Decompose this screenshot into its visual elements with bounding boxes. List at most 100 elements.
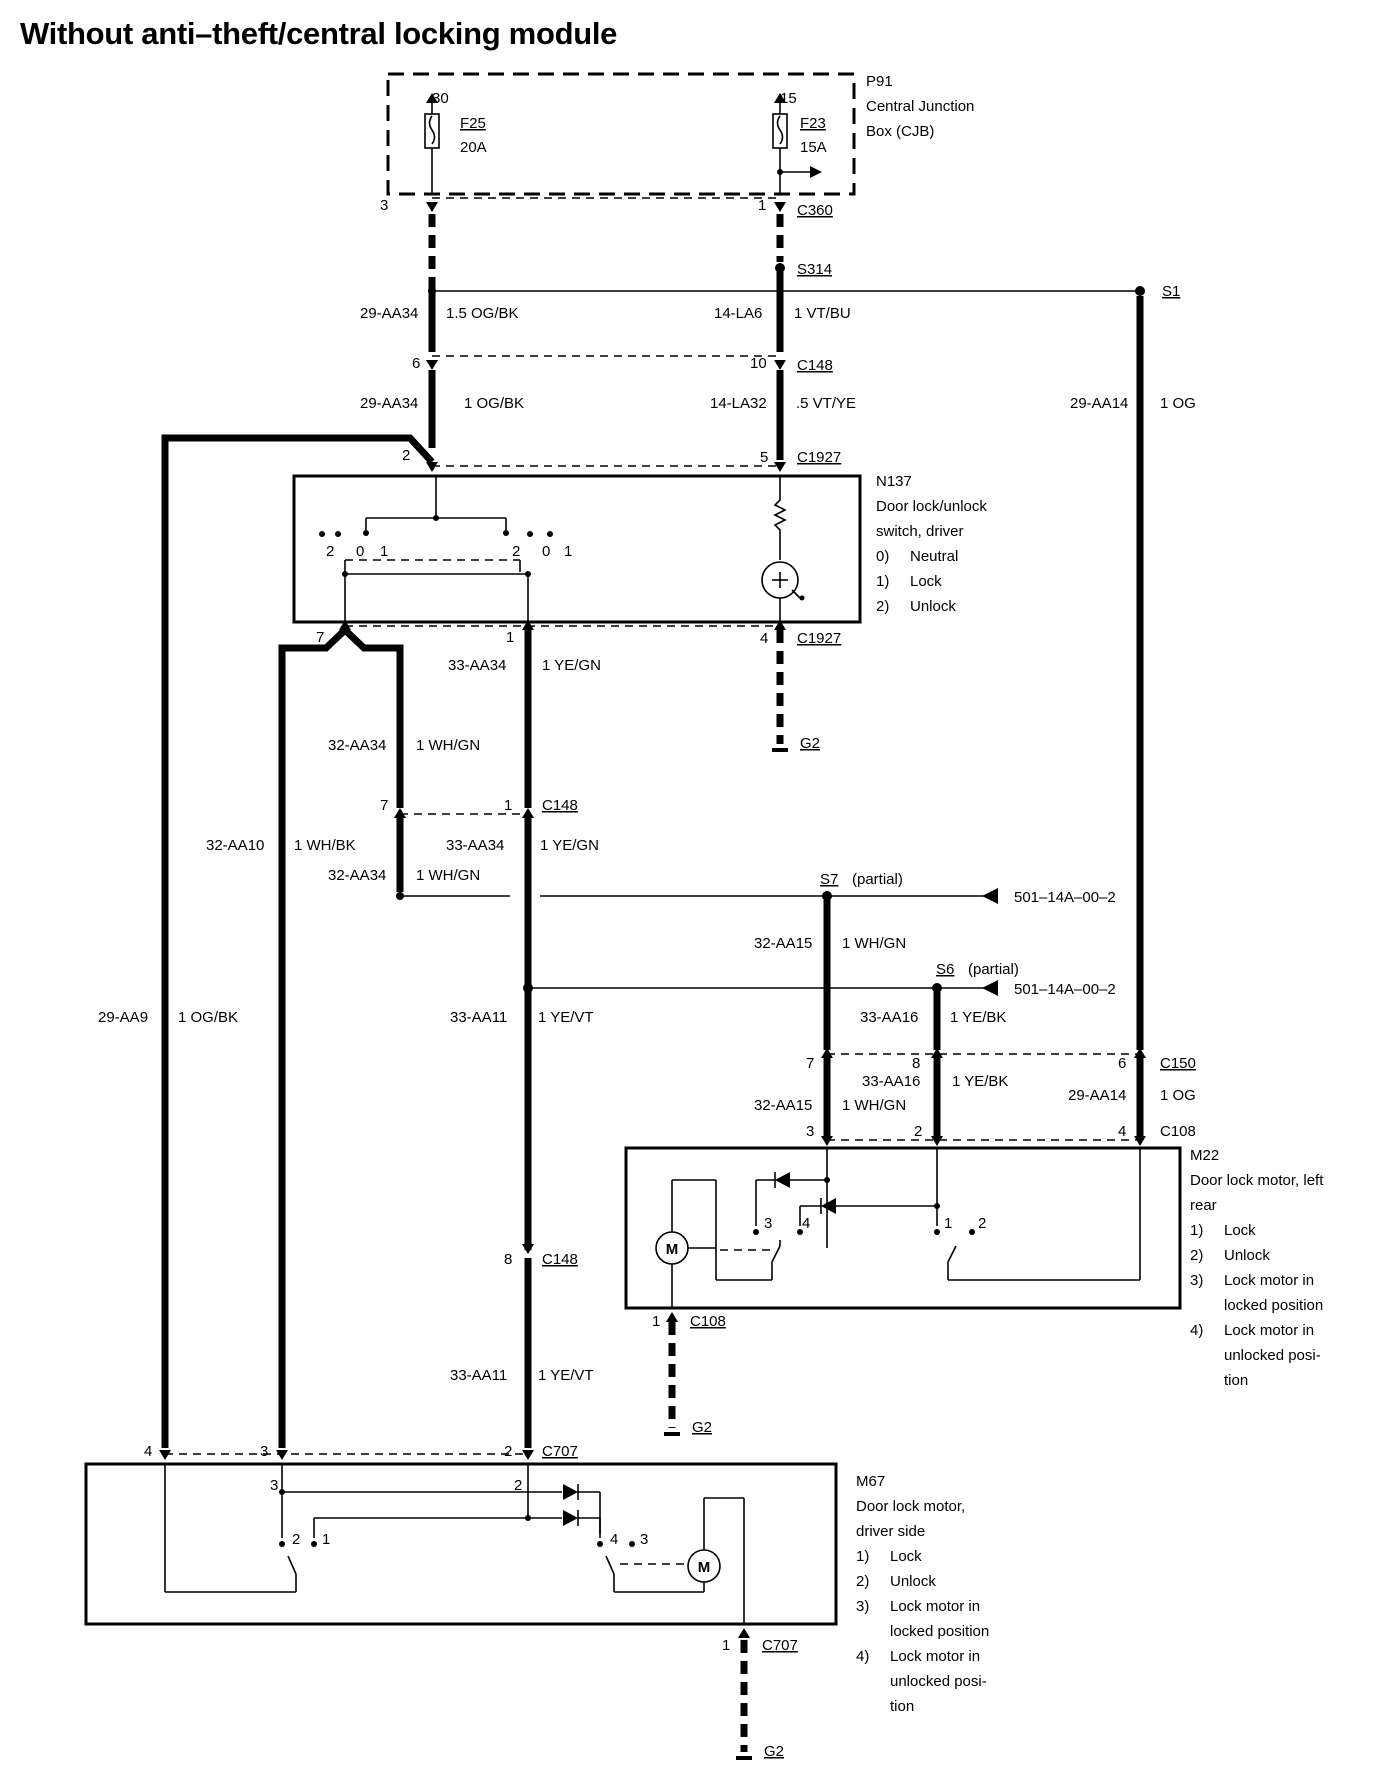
wire-w15-spec: 1 YE/BK (952, 1073, 1008, 1090)
fuse-f25-icon (424, 93, 440, 194)
wire-w18-circuit: 33-AA11 (450, 1367, 507, 1384)
m22-contact-1: 1 (944, 1215, 952, 1232)
m22-state-4-line-1: Lock motor in (1224, 1322, 1314, 1339)
fuse-f25-rating: 20A (460, 139, 487, 156)
wire-w1-spec: 1.5 OG/BK (446, 305, 519, 322)
m22-state-1-num: 1) (1190, 1222, 1203, 1239)
c108-pin-3: 3 (806, 1123, 814, 1140)
s7-s6-splices (821, 888, 1146, 1146)
wire-w8-circuit: 32-AA10 (206, 837, 264, 854)
s7-label: S7 (820, 871, 838, 888)
s6-label: S6 (936, 961, 954, 978)
m22-contact-2: 2 (978, 1215, 986, 1232)
wire-w4-circuit: 14-LA32 (710, 395, 767, 412)
wire-w18-spec: 1 YE/VT (538, 1367, 594, 1384)
wire-w12-circuit: 29-AA9 (98, 1009, 148, 1026)
c1927-pin-5: 5 (760, 449, 768, 466)
m22-id: M22 (1190, 1147, 1219, 1164)
m22-state-4-line-3: tion (1224, 1372, 1248, 1389)
m22-state-3-line-1: Lock motor in (1224, 1272, 1314, 1289)
m67-ground (736, 1628, 752, 1760)
n137-name-line-1: Door lock/unlock (876, 498, 987, 515)
n137-sw-2b: 2 (512, 543, 520, 560)
g2-label-2: G2 (692, 1419, 712, 1436)
wire-w11-spec: 1 WH/GN (842, 935, 906, 952)
p91-id: P91 (866, 73, 893, 90)
wire-w2-circuit: 14-LA6 (714, 305, 762, 322)
c150-pin-6: 6 (1118, 1055, 1126, 1072)
s7-ref: 501–14A–00–2 (1014, 889, 1116, 906)
n137-state-1-text: Lock (910, 573, 942, 590)
m67-contact-3a: 3 (270, 1477, 278, 1494)
wire-w17-spec: 1 WH/GN (842, 1097, 906, 1114)
wire-w8-spec: 1 WH/BK (294, 837, 356, 854)
m22-state-1-text: Lock (1224, 1222, 1256, 1239)
n137-state-0-num: 0) (876, 548, 889, 565)
c707-pin-2: 2 (504, 1443, 512, 1460)
m67-contact-2a: 2 (514, 1477, 522, 1494)
wire-w14-circuit: 33-AA16 (860, 1009, 918, 1026)
m67-state-4-line-1: Lock motor in (890, 1648, 980, 1665)
n137-sw-2a: 2 (326, 543, 334, 560)
n137-sw-1b: 1 (564, 543, 572, 560)
c1927-label-bottom: C1927 (797, 630, 841, 647)
fuse-f25-id: F25 (460, 115, 486, 132)
m67-motor-icon: M (698, 1559, 711, 1576)
upper-wiring (161, 197, 1145, 1448)
m67-contact-3b: 3 (640, 1531, 648, 1548)
n137-state-2-num: 2) (876, 598, 889, 615)
wire-w6-spec: 1 YE/GN (542, 657, 601, 674)
m67-door-lock-motor (84, 1450, 838, 1626)
wire-w5-spec: 1 OG (1160, 395, 1196, 412)
n137-sw-0b: 0 (542, 543, 550, 560)
c707-pin-1: 1 (722, 1637, 730, 1654)
wire-w10-spec: 1 WH/GN (416, 867, 480, 884)
c150-pin-8: 8 (912, 1055, 920, 1072)
m67-state-3-num: 3) (856, 1598, 869, 1615)
wire-w2-spec: 1 VT/BU (794, 305, 851, 322)
n137-sw-1a: 1 (380, 543, 388, 560)
m67-state-1-num: 1) (856, 1548, 869, 1565)
m22-contact-3: 3 (764, 1215, 772, 1232)
p91-junction-box: P91 Central Junction Box (CJB) 30 F25 20… (386, 72, 974, 196)
c707-pin-3: 3 (260, 1443, 268, 1460)
c150-pin-7: 7 (806, 1055, 814, 1072)
m67-name-line-1: Door lock motor, (856, 1498, 965, 1515)
m22-state-3-num: 3) (1190, 1272, 1203, 1289)
wire-w5-circuit: 29-AA14 (1070, 395, 1128, 412)
m67-state-4-line-3: tion (890, 1698, 914, 1715)
m22-state-3-line-2: locked position (1224, 1297, 1323, 1314)
c707-label-bottom: C707 (762, 1637, 798, 1654)
c360-pin-3: 3 (380, 197, 388, 214)
n137-state-0-text: Neutral (910, 548, 958, 565)
g2-label-1: G2 (800, 735, 820, 752)
m22-state-2-text: Unlock (1224, 1247, 1270, 1264)
diagram-title: Without anti–theft/central locking modul… (20, 16, 618, 51)
wire-w10-circuit: 32-AA34 (328, 867, 386, 884)
n137-door-switch (292, 474, 862, 624)
m67-contact-2b: 2 (292, 1531, 300, 1548)
g2-label-3: G2 (764, 1743, 784, 1760)
wire-w1-circuit: 29-AA34 (360, 305, 418, 322)
c1927-pin-2: 2 (402, 447, 410, 464)
m22-motor-icon: M (666, 1241, 679, 1258)
c108-pin-1: 1 (652, 1313, 660, 1330)
p91-name-line-2: Box (CJB) (866, 123, 934, 140)
m67-id: M67 (856, 1473, 885, 1490)
p91-pin-15: 15 (780, 90, 797, 107)
c360-label: C360 (797, 202, 833, 219)
wire-w15-circuit: 33-AA16 (862, 1073, 920, 1090)
wire-w6-circuit: 33-AA34 (448, 657, 506, 674)
m22-name-line-1: Door lock motor, left (1190, 1172, 1324, 1189)
c148-pin-1: 1 (504, 797, 512, 814)
wire-w3-spec: 1 OG/BK (464, 395, 524, 412)
m67-state-4-line-2: unlocked posi- (890, 1673, 987, 1690)
m67-state-3-line-1: Lock motor in (890, 1598, 980, 1615)
m22-door-lock-motor (624, 1146, 1182, 1310)
m22-state-4-num: 4) (1190, 1322, 1203, 1339)
m67-contact-4: 4 (610, 1531, 618, 1548)
m67-state-2-text: Unlock (890, 1573, 936, 1590)
wire-w7-circuit: 32-AA34 (328, 737, 386, 754)
p91-pin-30: 30 (432, 90, 449, 107)
